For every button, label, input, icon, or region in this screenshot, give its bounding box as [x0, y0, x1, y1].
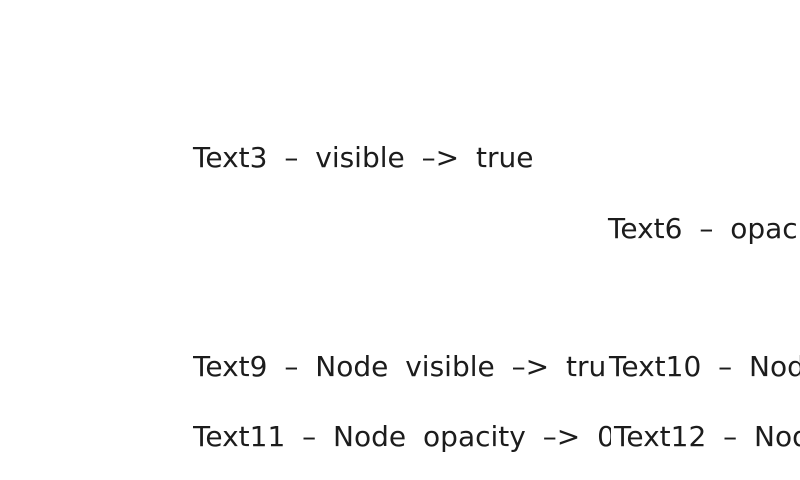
label-text9-clip: Text9 – Node visible –> tru [193, 350, 608, 388]
label-text12: Text12 – Nod [611, 420, 800, 454]
label-text6: Text6 – opac [608, 212, 798, 245]
label-text3: Text3 – visible –> true [193, 141, 534, 174]
label-text11: Text11 – Node opacity –> 0 [193, 420, 614, 453]
label-text10: Text10 – Nod [606, 350, 800, 384]
label-text9: Text9 – Node visible –> tru [193, 350, 607, 383]
label-text11-clip: Text11 – Node opacity –> 0 [193, 420, 614, 458]
